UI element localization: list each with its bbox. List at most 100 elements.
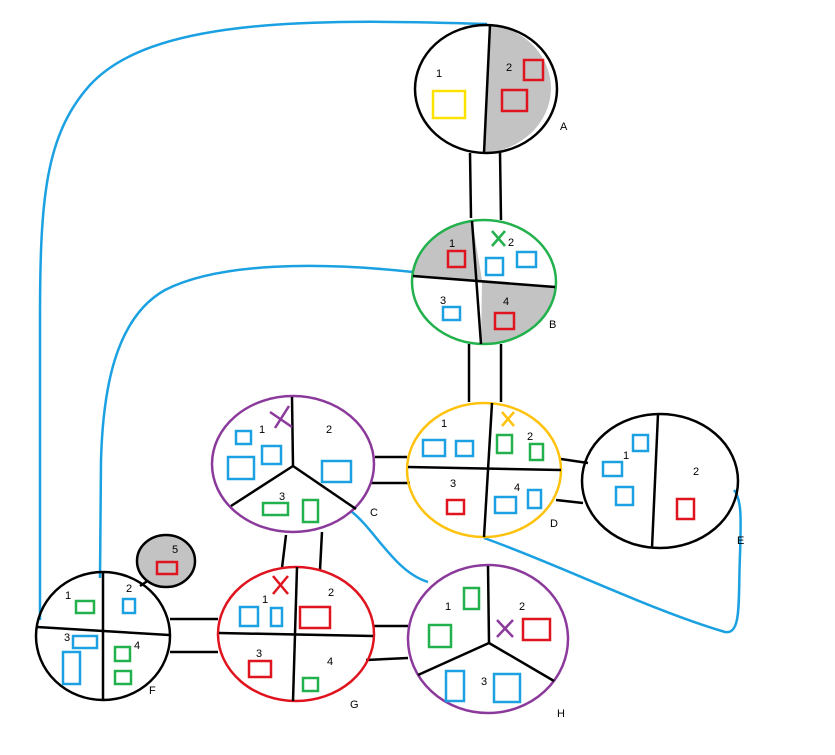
- node-g-x-mark-icon: [272, 575, 289, 595]
- node-a-circle: [413, 23, 559, 155]
- node-f-green-box-3: [113, 669, 133, 686]
- node-b-shaded-section-4: [481, 280, 555, 345]
- node-f-blue-box-1: [121, 597, 137, 615]
- node-d-section-3-label: 3: [450, 478, 456, 490]
- node-e-blue-box-3: [614, 485, 635, 507]
- node-f-blue-box-3: [61, 650, 82, 686]
- node-h-x-mark-icon: [496, 619, 514, 638]
- node-c-green-box-2: [301, 498, 320, 524]
- blue-connector-a-f: [38, 20, 488, 620]
- node-f-green-box-1: [74, 599, 96, 615]
- node-e-red-box: [675, 497, 696, 521]
- node-d-label: D: [550, 518, 558, 530]
- node-b-label: B: [549, 319, 556, 331]
- node-h-label: H: [557, 708, 565, 720]
- node-c-blue-box-4: [320, 459, 353, 484]
- node-h-green-box-2: [427, 623, 453, 649]
- node-b: 1 2 3 4 B: [410, 218, 558, 346]
- node-f-dividers: [36, 572, 170, 700]
- node-g-section-4-label: 4: [327, 656, 333, 668]
- node-a-yellow-box: [431, 89, 467, 120]
- node-f-label: F: [149, 685, 156, 697]
- node-b-section-4-label: 4: [503, 296, 509, 308]
- node-a-section-2-label: 2: [506, 62, 512, 74]
- node-e-blue-box-2: [601, 460, 624, 478]
- node-b-red-box-2: [493, 311, 516, 331]
- node-c-section-3-label: 3: [279, 491, 285, 503]
- node-b-section-1-label: 1: [449, 238, 455, 250]
- node-h-section-3-label: 3: [481, 676, 487, 688]
- node-f: 1 2 3 4 F: [34, 570, 172, 702]
- node-e-label: E: [737, 535, 744, 547]
- node-c-blue-box-1: [234, 429, 253, 446]
- node-h-red-box: [521, 617, 552, 642]
- node-g-blue-box-1: [238, 605, 260, 628]
- node-b-divider-vertical: [470, 220, 483, 345]
- node-e-divider: [650, 413, 660, 549]
- node-d-blue-box-1: [421, 438, 447, 458]
- node-5-label: 5: [172, 544, 178, 556]
- node-c-circle: [210, 394, 376, 534]
- node-c-blue-box-2: [260, 444, 283, 466]
- node-a-red-box-1: [522, 58, 545, 82]
- node-d-section-2-label: 2: [527, 431, 533, 443]
- node-5-red-box: [155, 560, 179, 576]
- node-h-section-2-label: 2: [519, 601, 525, 613]
- node-e-blue-box-1: [631, 433, 650, 453]
- node-c: 1 2 3 C: [210, 394, 378, 534]
- node-g-green-box: [301, 676, 320, 693]
- node-b-circle: [410, 218, 558, 346]
- node-c-blue-box-3: [226, 455, 256, 481]
- node-b-red-box-1: [446, 249, 467, 269]
- node-d-red-box: [445, 498, 466, 516]
- node-c-green-box-1: [261, 501, 290, 517]
- node-a-label: A: [560, 121, 568, 133]
- node-f-section-4-label: 4: [134, 640, 140, 652]
- node-g-label: G: [350, 699, 359, 711]
- node-g-section-1-label: 1: [262, 594, 268, 606]
- node-a-divider: [482, 24, 492, 154]
- node-d-green-box-1: [495, 433, 514, 455]
- connector-d-e-top: [560, 457, 589, 465]
- node-5: 5: [135, 533, 197, 589]
- node-g-section-3-label: 3: [256, 648, 262, 660]
- node-h-blue-box-2: [492, 672, 522, 704]
- node-g-red-box-2: [247, 659, 273, 679]
- node-h-section-1-label: 1: [445, 601, 451, 613]
- node-b-divider-horizontal: [412, 274, 556, 289]
- node-e-circle: [580, 412, 740, 550]
- node-c-x-mark-icon: [269, 405, 293, 429]
- node-d-dividers: [407, 402, 562, 538]
- node-g-section-2-label: 2: [328, 587, 334, 599]
- blue-connector-d-e: [483, 489, 742, 634]
- node-h-dividers: [417, 565, 555, 683]
- node-a-section-1-label: 1: [436, 68, 442, 80]
- node-a-red-box-2: [500, 88, 529, 113]
- node-e-section-1-label: 1: [623, 450, 629, 462]
- node-c-dividers: [230, 396, 357, 511]
- node-b-blue-box-2: [515, 250, 538, 269]
- node-d: 1 2 3 4 D: [405, 401, 563, 539]
- node-c-label: C: [370, 507, 378, 519]
- node-e-section-2-label: 2: [693, 466, 699, 478]
- node-h-blue-box-1: [444, 669, 466, 703]
- node-d-blue-box-2: [454, 439, 475, 458]
- node-g: 1 2 3 4 G: [216, 565, 376, 711]
- node-h-green-box-1: [462, 586, 481, 611]
- blue-connector-b-f: [98, 264, 414, 579]
- node-d-blue-box-3: [493, 495, 518, 515]
- node-b-section-2-label: 2: [508, 237, 514, 249]
- node-d-section-1-label: 1: [441, 418, 447, 430]
- connector-a-b-left: [468, 152, 473, 219]
- node-a: 1 2 A: [413, 23, 568, 155]
- node-b-x-mark-icon: [491, 230, 506, 247]
- node-c-section-1-label: 1: [259, 424, 265, 436]
- node-d-blue-box-4: [526, 488, 543, 510]
- node-g-red-box-1: [298, 605, 332, 630]
- node-g-dividers: [218, 566, 374, 702]
- node-a-shaded-section-2: [485, 24, 551, 153]
- connector-g-h-bottom: [365, 656, 409, 662]
- node-b-section-3-label: 3: [440, 295, 446, 307]
- connector-c-g-left: [280, 534, 288, 569]
- node-h: 1 2 3 H: [406, 563, 570, 720]
